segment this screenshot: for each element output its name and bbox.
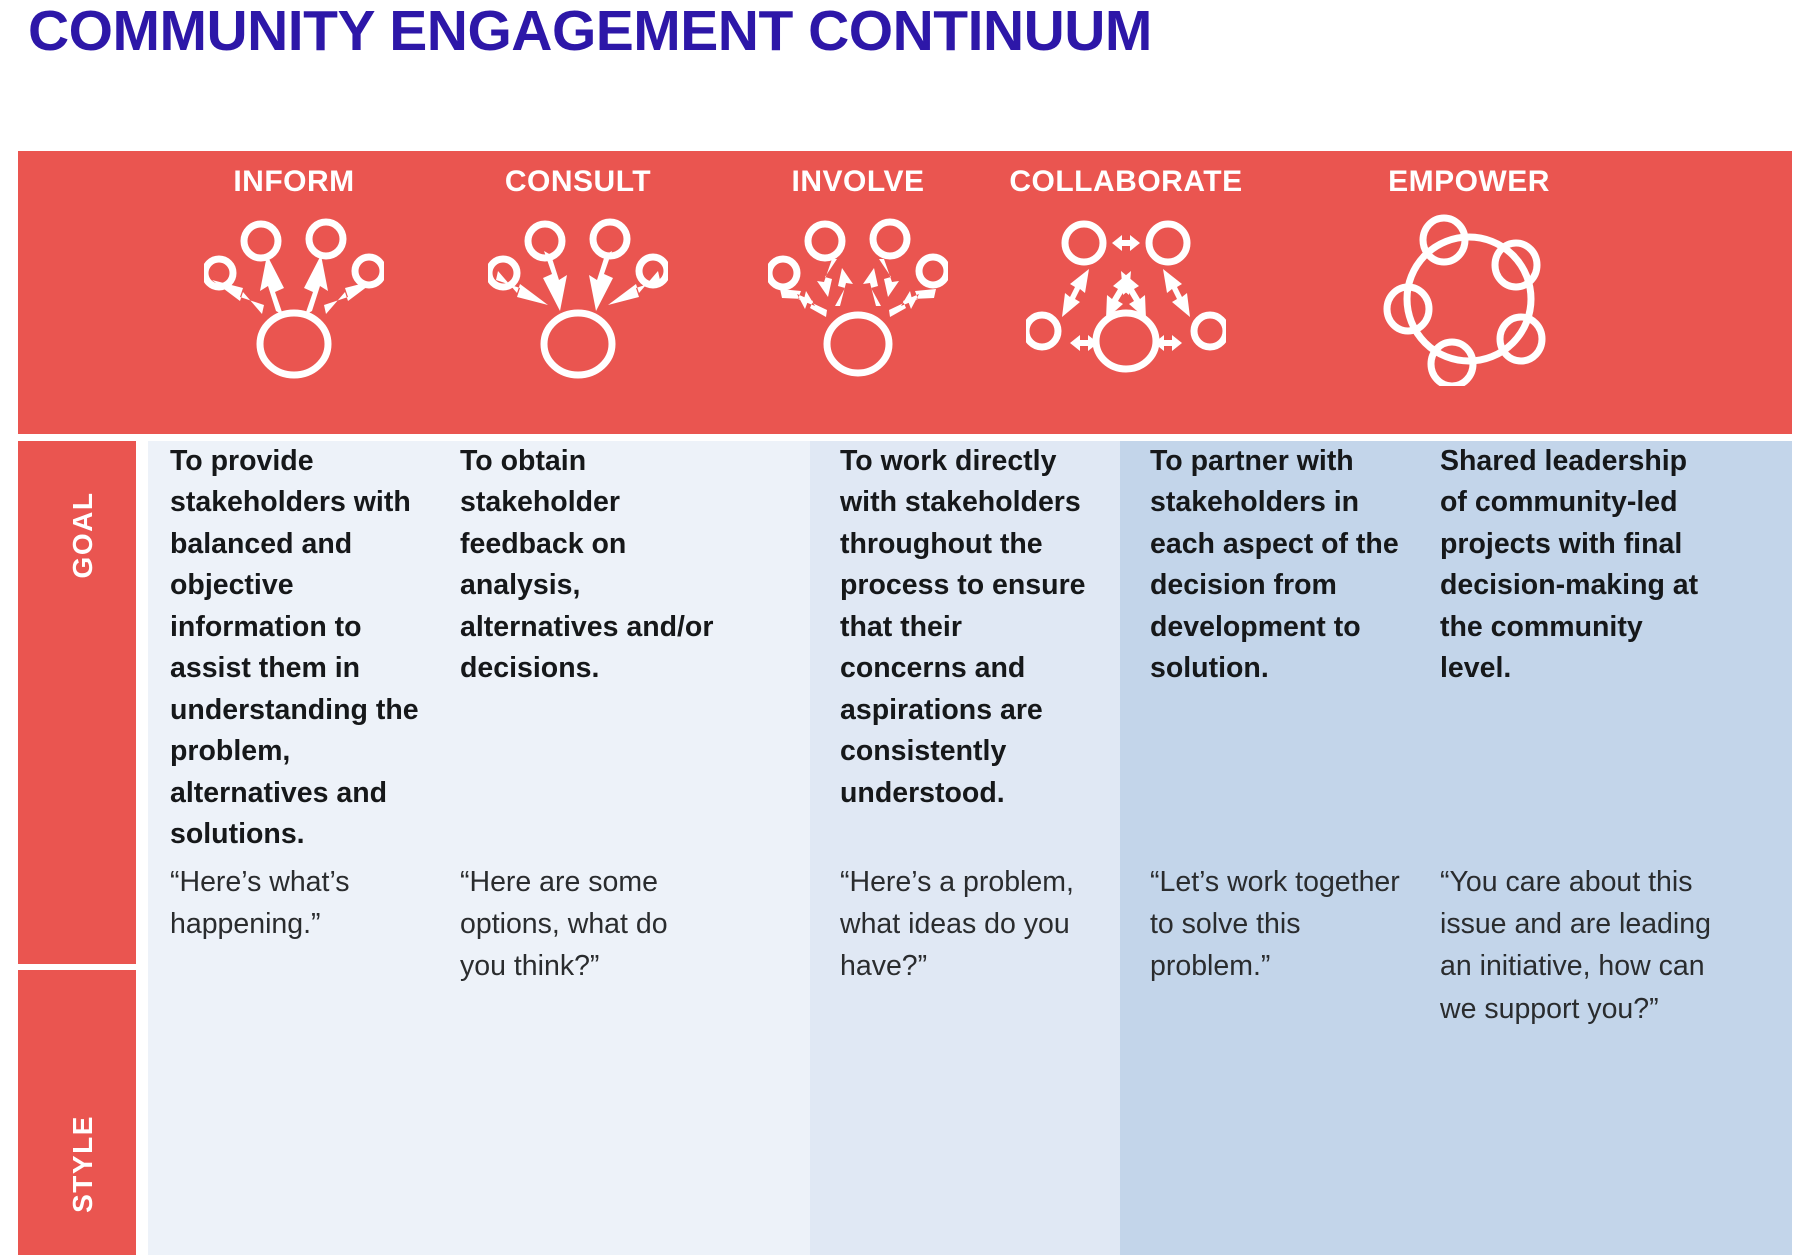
hub-arrows-inward-icon xyxy=(488,211,668,386)
column-collaborate: To partner with stakeholders in each asp… xyxy=(1128,441,1418,1255)
column-inform: To provide stakeholders with balanced an… xyxy=(148,441,438,1255)
column-involve: To work directly with stakeholders throu… xyxy=(818,441,1108,1255)
stage-header-collaborate: COLLABORATE xyxy=(956,151,1296,434)
stage-header-label: INVOLVE xyxy=(791,165,925,198)
column-consult: To obtain stakeholder feedback on analys… xyxy=(438,441,728,1255)
row-label-goal: GOAL xyxy=(18,441,148,964)
goal-text-empower: Shared leadership of community-led proje… xyxy=(1440,445,1699,685)
stage-header-label: COLLABORATE xyxy=(1009,165,1243,198)
style-text-collaborate: “Let’s work together to solve this probl… xyxy=(1150,866,1400,983)
row-label-style: STYLE xyxy=(18,970,148,1255)
continuum-body: To provide stakeholders with balanced an… xyxy=(18,441,1792,1255)
stage-header-empower: EMPOWER xyxy=(1304,151,1634,434)
style-text-involve: “Here’s a problem, what ideas do you hav… xyxy=(840,866,1074,983)
stage-header-involve: INVOLVE xyxy=(708,151,1008,434)
goal-text-collaborate: To partner with stakeholders in each asp… xyxy=(1150,445,1399,685)
style-text-consult: “Here are some options, what do you thin… xyxy=(460,866,668,983)
hub-arrows-bidirectional-icon xyxy=(768,211,948,386)
goal-text-inform: To provide stakeholders with balanced an… xyxy=(170,445,419,851)
column-background-mid xyxy=(810,441,1120,1255)
column-seam xyxy=(136,441,148,1255)
column-background-light xyxy=(148,441,810,1255)
goal-text-involve: To work directly with stakeholders throu… xyxy=(840,445,1086,809)
stage-header-band: INFORM xyxy=(18,151,1792,434)
stage-header-label: INFORM xyxy=(233,165,355,198)
goal-text-consult: To obtain stakeholder feedback on analys… xyxy=(460,445,714,685)
network-arrows-mesh-icon xyxy=(1026,211,1226,386)
column-background-blue xyxy=(1120,441,1792,1255)
stage-header-inform: INFORM xyxy=(144,151,444,434)
stage-header-consult: CONSULT xyxy=(428,151,728,434)
style-text-inform: “Here’s what’s happening.” xyxy=(170,866,350,941)
circle-of-nodes-ring-icon xyxy=(1382,211,1557,386)
stage-header-label: CONSULT xyxy=(504,165,652,198)
hub-arrows-outward-icon xyxy=(204,211,384,386)
style-text-empower: “You care about this issue and are leadi… xyxy=(1440,866,1711,1025)
page-title: COMMUNITY ENGAGEMENT CONTINUUM xyxy=(28,0,1152,63)
stage-header-label: EMPOWER xyxy=(1388,165,1550,198)
column-empower: Shared leadership of community-led proje… xyxy=(1418,441,1728,1255)
